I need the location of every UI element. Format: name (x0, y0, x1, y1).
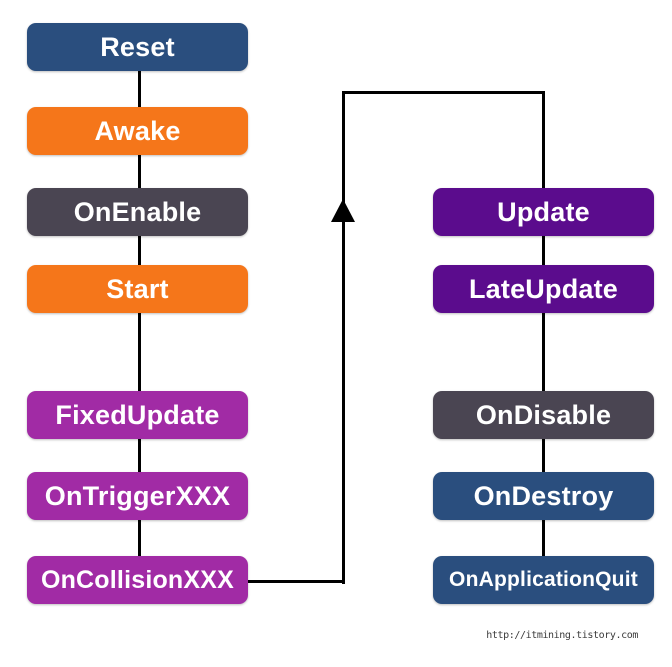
node-ontriggerxxx: OnTriggerXXX (27, 472, 248, 520)
node-update: Update (433, 188, 654, 236)
node-awake: Awake (27, 107, 248, 155)
watermark-url: http://itmining.tistory.com (486, 630, 638, 641)
node-reset: Reset (27, 23, 248, 71)
node-ondestroy: OnDestroy (433, 472, 654, 520)
connector-bottom-horizontal (248, 580, 345, 583)
connector-right-vertical (542, 91, 545, 582)
node-lateupdate: LateUpdate (433, 265, 654, 313)
connector-left-vertical (138, 47, 141, 582)
node-start: Start (27, 265, 248, 313)
arrow-up-icon (331, 199, 355, 222)
node-ondisable: OnDisable (433, 391, 654, 439)
node-onenable: OnEnable (27, 188, 248, 236)
node-onapplicationquit: OnApplicationQuit (433, 556, 654, 604)
node-oncollisionxxx: OnCollisionXXX (27, 556, 248, 604)
connector-top-horizontal (342, 91, 545, 94)
connector-loop-vertical (342, 91, 345, 584)
node-fixedupdate: FixedUpdate (27, 391, 248, 439)
